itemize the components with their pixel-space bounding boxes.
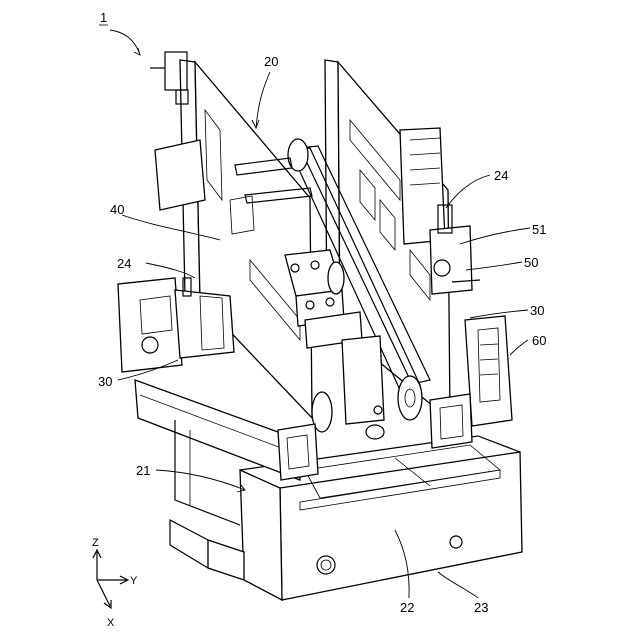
label-30-right: 30 [530, 303, 544, 318]
label-30-left: 30 [98, 374, 112, 389]
label-50: 50 [524, 255, 538, 270]
label-23: 23 [474, 600, 488, 615]
label-21: 21 [136, 463, 150, 478]
machine-assembly [118, 52, 522, 600]
axis-label-y: Y [130, 575, 138, 587]
label-51: 51 [532, 222, 546, 237]
label-assembly-1: 1 [100, 10, 107, 25]
label-24-right: 24 [494, 168, 508, 183]
sensor-unit [465, 316, 512, 426]
label-24-left: 24 [117, 256, 131, 271]
label-20: 20 [264, 54, 278, 69]
label-40: 40 [110, 202, 124, 217]
coordinate-axes: Z Y X [92, 537, 138, 629]
label-60: 60 [532, 333, 546, 348]
label-22: 22 [400, 600, 414, 615]
axis-label-z: Z [92, 537, 99, 549]
axis-label-x: X [107, 617, 115, 629]
